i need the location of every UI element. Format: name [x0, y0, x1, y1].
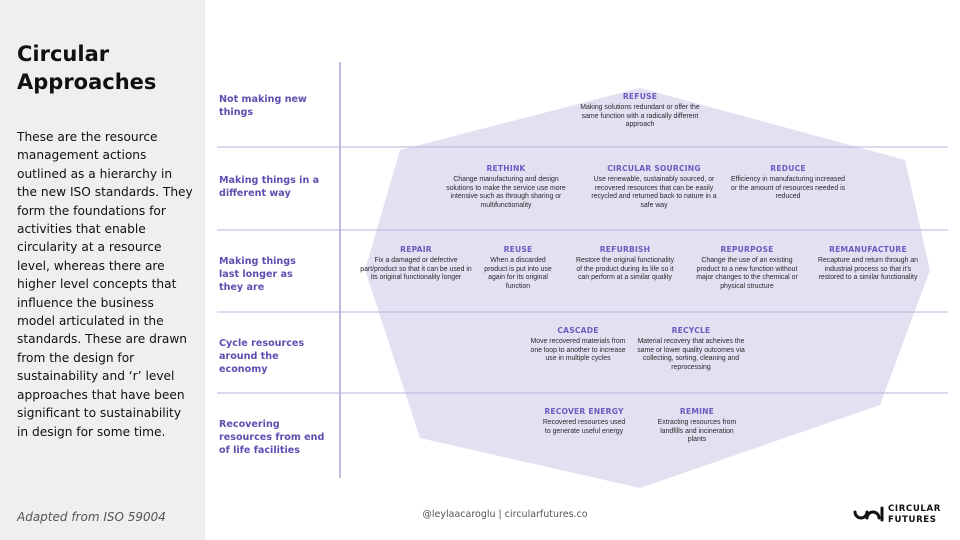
item-description: Change manufacturing and design solution…	[446, 176, 566, 209]
logo-line-2: FUTURES	[888, 514, 937, 525]
item-title: RECOVER ENERGY	[544, 407, 624, 416]
item-description: Restore the original functionality of th…	[575, 257, 675, 282]
item-reduce: REDUCE Efficiency in manufacturing incre…	[730, 164, 846, 202]
item-title: REUSE	[503, 245, 533, 254]
row-label-not-making-new-things: Not making new things	[219, 94, 307, 118]
item-title: CIRCULAR SOURCING	[607, 164, 701, 173]
item-title: REMINE	[679, 407, 715, 416]
item-rethink: RETHINK Change manufacturing and design …	[444, 164, 568, 210]
sidebar-description: These are the resource management action…	[17, 130, 193, 439]
item-cascade: CASCADE Move recovered materials from on…	[530, 326, 626, 364]
item-repair: REPAIR Fix a damaged or defective part/p…	[360, 245, 472, 283]
source-note: Adapted from ISO 59004	[17, 510, 166, 524]
item-description: Recapture and return through an industri…	[818, 257, 918, 282]
sidebar: Circular Approaches These are the resour…	[0, 0, 205, 540]
item-description: Efficiency in manufacturing increased or…	[730, 176, 846, 201]
item-title: RECYCLE	[671, 326, 711, 335]
brand-logo: CIRCULAR FUTURES	[852, 502, 952, 528]
item-description: When a discarded product is put into use…	[484, 257, 552, 290]
item-description: Move recovered materials from one loop t…	[530, 338, 626, 363]
item-description: Recovered resources used to generate use…	[542, 419, 626, 435]
item-repurpose: REPURPOSE Change the use of an existing …	[692, 245, 802, 291]
item-title: REFURBISH	[599, 245, 651, 254]
item-title: CASCADE	[557, 326, 599, 335]
item-refuse: REFUSE Making solutions redundant or off…	[578, 92, 702, 130]
item-description: Material recovery that acheives the same…	[637, 338, 745, 371]
row-label-making-things-last: Making things last longer as they are	[219, 256, 296, 293]
item-remanufacture: REMANUFACTURE Recapture and return throu…	[816, 245, 920, 283]
item-title: REDUCE	[770, 164, 806, 173]
item-title: REFUSE	[622, 92, 658, 101]
row-label-recovering-resources: Recovering resources from end of life fa…	[219, 419, 325, 456]
hierarchy-diagram	[217, 62, 948, 488]
item-refurbish: REFURBISH Restore the original functiona…	[574, 245, 676, 283]
item-circular-sourcing: CIRCULAR SOURCING Use renewable, sustain…	[586, 164, 722, 210]
item-remine: REMINE Extracting resources from landfil…	[656, 407, 738, 445]
item-description: Fix a damaged or defective part/product …	[360, 257, 472, 282]
item-description: Extracting resources from landfills and …	[657, 419, 737, 444]
item-recycle: RECYCLE Material recovery that acheives …	[636, 326, 746, 372]
credit-line: @leylaacaroglu | circularfutures.co	[422, 509, 588, 520]
row-label-cycle-resources: Cycle resources around the economy	[219, 338, 305, 375]
item-recover-energy: RECOVER ENERGY Recovered resources used …	[540, 407, 628, 436]
logo-line-1: CIRCULAR	[888, 504, 941, 514]
row-label-making-things-differently: Making things in a different way	[219, 175, 320, 199]
item-description: Change the use of an existing product to…	[696, 257, 798, 290]
item-title: REPAIR	[400, 245, 432, 254]
item-title: RETHINK	[486, 164, 526, 173]
item-title: REPURPOSE	[720, 245, 774, 254]
hexagon-shape	[365, 88, 930, 488]
item-reuse: REUSE When a discarded product is put in…	[478, 245, 558, 291]
item-title: REMANUFACTURE	[829, 245, 907, 254]
item-description: Use renewable, sustainably sourced, or r…	[591, 176, 717, 209]
page-title: Circular Approaches	[17, 42, 157, 94]
logo-wordmark: CIRCULAR FUTURES	[888, 504, 941, 525]
circular-futures-logo-icon	[853, 506, 884, 522]
item-description: Making solutions redundant or offer the …	[580, 104, 700, 129]
